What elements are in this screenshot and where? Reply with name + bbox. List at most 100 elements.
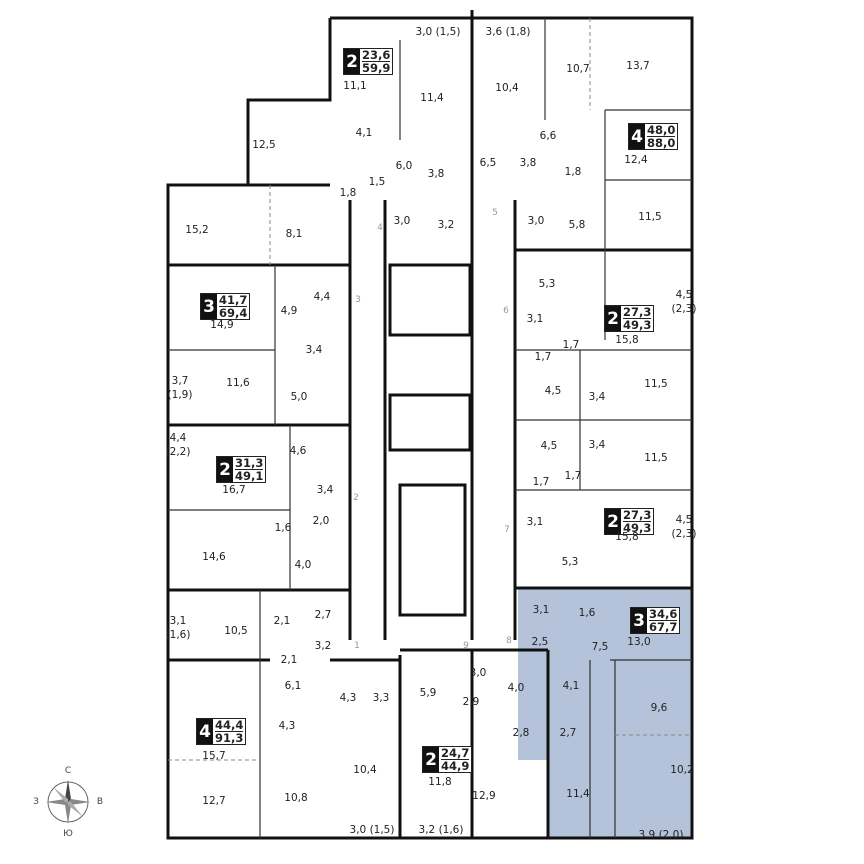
room-area-label: 3,8 — [519, 157, 537, 169]
room-area-label: 3,0 (1,5) — [415, 26, 461, 38]
room-area-label: 1,7 — [532, 476, 550, 488]
living-area: 41,7 — [219, 293, 248, 307]
room-area-label: 8,1 — [285, 228, 303, 240]
room-count: 4 — [197, 719, 213, 744]
room-area-label: 4,5 — [544, 385, 562, 397]
room-area-label: 3,0 (1,5) — [349, 824, 395, 836]
room-area-label: 3,8 — [427, 168, 445, 180]
room-area-label: 14,9 — [210, 319, 234, 331]
room-area-label: 5,3 — [538, 278, 556, 290]
room-area-label: 14,6 — [202, 551, 226, 563]
room-area-label: 11,6 — [226, 377, 250, 389]
room-area-label: 11,8 — [428, 776, 452, 788]
room-area-label: 3,0 — [393, 215, 411, 227]
room-area-label: 7,5 — [591, 641, 609, 653]
room-area-label: 2,1 — [280, 654, 298, 666]
living-area: 24,7 — [441, 746, 470, 760]
room-area-label: 4,1 — [355, 127, 373, 139]
room-area-label: 4,9 — [280, 305, 298, 317]
door-number: 7 — [504, 525, 510, 535]
room-count: 2 — [217, 457, 233, 482]
room-area-label: 2,9 — [462, 696, 480, 708]
room-area-label: 3,0 — [469, 667, 487, 679]
room-area-label: 10,5 — [224, 625, 248, 637]
door-number: 6 — [503, 306, 509, 316]
room-area-label: 3,4 — [588, 391, 606, 403]
room-area-label: 3,1 — [532, 604, 550, 616]
room-area-label: 1,8 — [339, 187, 357, 199]
compass-west: З — [33, 797, 39, 807]
highlighted-apartment[interactable] — [518, 588, 692, 838]
living-area: 27,3 — [623, 305, 652, 319]
room-area-label: 3,2 (1,6) — [418, 824, 464, 836]
room-area-label: 3,1 — [526, 313, 544, 325]
room-area-label: 4,6 — [289, 445, 307, 457]
door-number: 9 — [463, 641, 469, 651]
room-area-label: 4,0 — [507, 682, 525, 694]
room-area-label: 1,8 — [564, 166, 582, 178]
room-count: 2 — [344, 49, 360, 74]
room-area-label: 13,7 — [626, 60, 650, 72]
room-area-label: 12,9 — [472, 790, 496, 802]
room-area-label: 2,5 — [531, 636, 549, 648]
room-area-label: 6,6 — [539, 130, 557, 142]
room-count: 4 — [629, 124, 645, 149]
room-area-label: 13,0 — [627, 636, 651, 648]
room-area-label: 4,5 (2,3) — [671, 289, 697, 315]
room-area-label: 4,5 — [540, 440, 558, 452]
room-area-label: 6,5 — [479, 157, 497, 169]
room-area-label: 1,7 — [564, 470, 582, 482]
room-area-label: 3,1 — [526, 516, 544, 528]
compass-north: С — [64, 766, 72, 776]
compass-east: В — [96, 797, 104, 807]
room-count: 3 — [201, 294, 217, 319]
door-number: 4 — [377, 223, 383, 233]
room-area-label: 3,9 (2,0) — [638, 829, 684, 841]
room-area-label: 6,0 — [395, 160, 413, 172]
room-area-label: 2,1 — [273, 615, 291, 627]
room-count: 2 — [605, 306, 621, 331]
room-area-label: 9,6 — [650, 702, 668, 714]
room-area-label: 4,4 — [313, 291, 331, 303]
living-area: 27,3 — [623, 508, 652, 522]
room-area-label: 16,7 — [222, 484, 246, 496]
room-area-label: 15,7 — [202, 750, 226, 762]
room-area-label: 11,5 — [644, 378, 668, 390]
door-number: 2 — [353, 493, 359, 503]
living-area: 48,0 — [647, 123, 676, 137]
door-number: 5 — [492, 208, 498, 218]
total-area: 88,0 — [647, 136, 676, 150]
room-area-label: 12,4 — [624, 154, 648, 166]
room-area-label: 11,5 — [638, 211, 662, 223]
room-area-label: 3,3 — [372, 692, 390, 704]
room-area-label: 11,4 — [420, 92, 444, 104]
room-area-label: 3,4 — [316, 484, 334, 496]
total-area: 67,7 — [649, 620, 678, 634]
total-area: 49,3 — [623, 318, 652, 332]
room-area-label: 1,5 — [368, 176, 386, 188]
room-area-label: 3,2 — [314, 640, 332, 652]
room-area-label: 4,3 — [339, 692, 357, 704]
room-area-label: 12,5 — [252, 139, 276, 151]
total-area: 49,3 — [623, 521, 652, 535]
room-area-label: 11,1 — [343, 80, 367, 92]
room-area-label: 5,3 — [561, 556, 579, 568]
room-area-label: 3,1 (1,6) — [165, 615, 191, 641]
room-area-label: 12,7 — [202, 795, 226, 807]
room-area-label: 15,8 — [615, 531, 639, 543]
room-area-label: 4,3 — [278, 720, 296, 732]
living-area: 31,3 — [235, 456, 264, 470]
room-area-label: 4,1 — [562, 680, 580, 692]
room-area-label: 3,2 — [437, 219, 455, 231]
room-area-label: 5,8 — [568, 219, 586, 231]
